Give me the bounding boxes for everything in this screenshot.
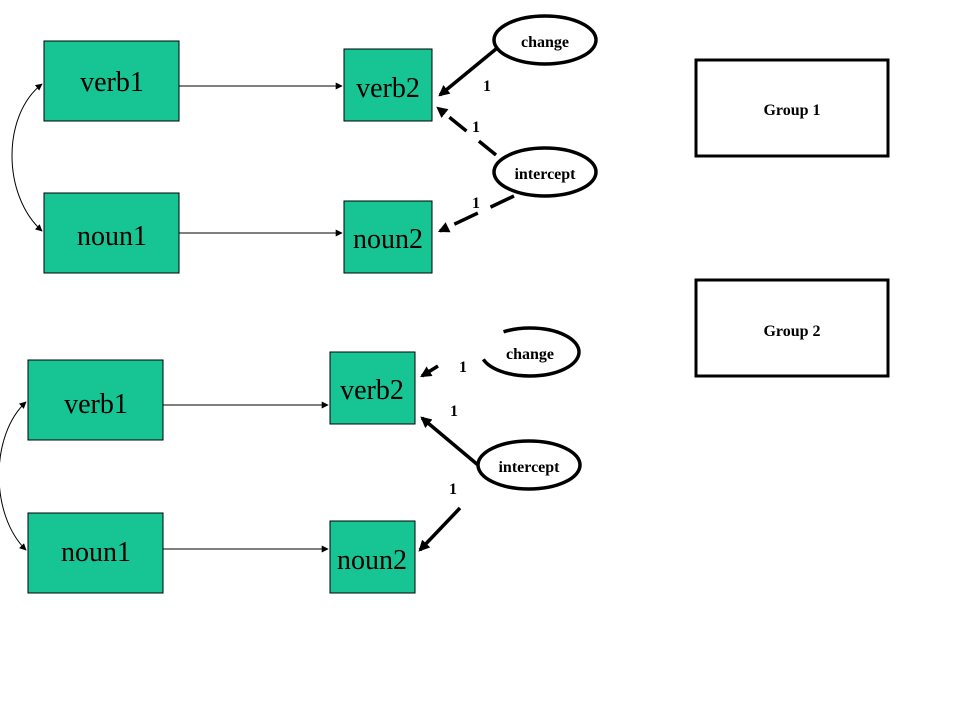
g1-noun2-label: noun2 [353,224,423,255]
group-2-box [694,278,890,378]
g1-noun1-label: noun1 [77,221,147,252]
g2-noun2-box [329,520,416,594]
group-1-box [694,58,890,158]
g1-intercept-to-verb2-arrow [436,106,498,157]
g2-change-oval [479,326,581,378]
g2-verb2-box [329,351,416,425]
g1-intercept-to-noun2-arrow [437,194,515,233]
g2-noun1-label: noun1 [61,537,131,568]
g2-noun1-box [27,512,164,594]
g1-verb2-label: verb2 [356,73,420,104]
g2-verb1-box [27,359,164,441]
g1-change-label: change [521,34,569,51]
g1-covariance-arrow [11,83,43,232]
g2-intercept-to-verb2-arrow [420,416,480,467]
g2-loading-change-verb2: 1 [459,359,467,376]
g1-verb1-label: verb1 [80,67,144,98]
g1-noun2-box [343,200,433,274]
g1-loading-intercept-noun2: 1 [472,195,480,212]
g2-intercept-to-noun2-arrow [418,506,462,552]
g1-change-to-verb2-arrow [438,47,498,97]
g1-loading-intercept-verb2: 1 [472,119,480,136]
g1-loading-change-verb2: 1 [483,78,491,95]
g1-verb2-box [343,48,433,122]
g2-change-to-verb2-arrow [420,364,439,378]
g1-intercept-oval [492,146,598,198]
g2-loading-intercept-noun2: 1 [449,481,457,498]
g2-verb2-label: verb2 [340,375,404,406]
g1-intercept-label: intercept [514,166,576,183]
g2-intercept-label: intercept [498,459,560,476]
g2-noun2-label: noun2 [337,545,407,576]
group-2-model: verb1 noun1 verb2 noun2 change intercept… [0,326,582,594]
group-2-label: Group 2 [763,323,820,340]
g1-change-oval [492,14,598,66]
group-1-label: Group 1 [763,102,820,119]
g1-noun1-box [43,192,180,274]
g2-change-label: change [506,346,554,363]
g2-verb1-label: verb1 [64,389,128,420]
g2-loading-intercept-verb2: 1 [450,403,458,420]
g2-covariance-arrow [0,401,27,551]
g1-verb1-box [43,40,180,122]
group-1-model: verb1 noun1 verb2 noun2 change intercept… [11,14,598,274]
